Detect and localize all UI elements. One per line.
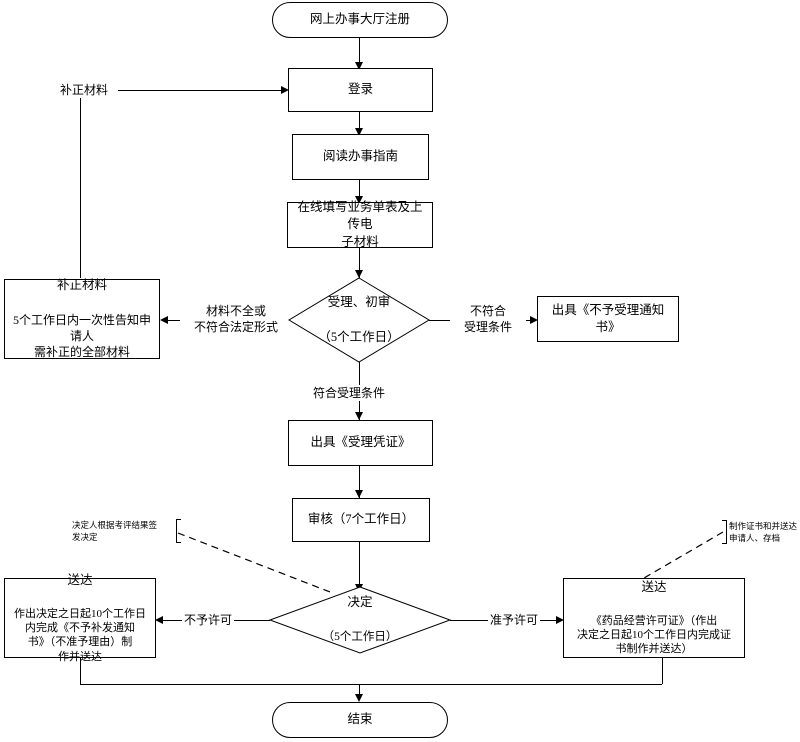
edge-label-permitted: 准予许可 (488, 612, 541, 629)
edge-deliverleft-down (80, 658, 81, 684)
edge-fix-to-login-arrow (281, 85, 289, 94)
annotation-right-bracket (722, 520, 727, 544)
edge-label-meet-accept: 符合受理条件 (311, 385, 388, 402)
edge-fix-to-login-horizontal (118, 90, 283, 91)
node-end-label: 结束 (347, 712, 373, 727)
edge-merge-to-end-arrow (355, 694, 363, 702)
node-fill-form-label: 在线填写业务单表及上传电 子材料 (297, 200, 423, 249)
edge-start-to-login-arrow (355, 62, 363, 70)
edge-bottom-merge (80, 684, 662, 685)
node-accept-voucher[interactable]: 出具《受理凭证》 (288, 420, 433, 466)
edge-decision-to-deliver-left-arrow (155, 615, 163, 624)
node-deliver-right[interactable]: 送达 《药品经营许可证》（作出 决定之日起10个工作日内完成证 书制作并送达） (563, 578, 745, 658)
edge-fix-to-login-vertical (80, 90, 81, 278)
node-accept-review-days: （5个工作日） (318, 329, 400, 344)
edge-voucher-to-audit (359, 466, 360, 498)
node-end[interactable]: 结束 (272, 702, 448, 738)
node-fill-form[interactable]: 在线填写业务单表及上传电 子材料 (287, 200, 433, 249)
edge-fillform-to-accept (359, 248, 360, 278)
node-accept-review[interactable]: 受理、初审 （5个工作日） (288, 277, 430, 363)
node-deliver-right-body: 《药品经营许可证》（作出 决定之日起10个工作日内完成证 书制作并送达） (577, 614, 731, 656)
edge-merge-to-end (359, 684, 360, 698)
edge-login-to-guide-arrow (355, 128, 363, 136)
node-read-guide[interactable]: 阅读办事指南 (292, 134, 429, 180)
node-login[interactable]: 登录 (288, 68, 433, 112)
node-accept-voucher-label: 出具《受理凭证》 (310, 435, 411, 450)
edge-fillform-to-accept-arrow (355, 270, 363, 278)
edge-guide-to-fillform-arrow (355, 196, 363, 204)
edge-audit-to-decision (359, 542, 360, 592)
node-accept-review-labelgroup: 受理、初审 （5个工作日） (289, 278, 429, 362)
node-decision[interactable]: 决定 （5个工作日） (268, 586, 452, 654)
edge-guide-to-fillform (359, 180, 360, 202)
node-login-label: 登录 (347, 82, 373, 97)
edge-decision-to-deliver-right-arrow (556, 615, 564, 624)
node-start-label: 网上办事大厅注册 (309, 12, 410, 27)
node-deliver-left-body: 作出决定之日起10个工作日 内完成《不予补发通知 书》（不准予理由）制 作并送达 (14, 607, 146, 663)
node-deliver-right-title: 送达 (641, 580, 667, 595)
node-reject-notice[interactable]: 出具《不予受理通知书》 (537, 296, 679, 342)
node-decision-days: （5个工作日） (322, 631, 398, 644)
edge-start-to-login (359, 38, 360, 64)
edge-label-resubmit: 补正材料 (58, 82, 111, 99)
node-fix-materials-title: 补正材料 (56, 278, 107, 293)
annotation-left-note: 决定人根据考评结果签 发决定 (72, 520, 158, 543)
node-decision-title: 决定 (347, 595, 373, 610)
edge-label-not-permitted: 不予许可 (182, 612, 235, 629)
edge-login-to-guide (359, 112, 360, 134)
accept-review-diamond (288, 277, 430, 363)
node-audit-label: 审核（7个工作日） (307, 512, 415, 527)
node-fix-materials[interactable]: 补正材料 5个工作日内一次性告知申请人 需补正的全部材料 (4, 278, 160, 360)
node-deliver-left[interactable]: 送达 作出决定之日起10个工作日 内完成《不予补发通知 书》（不准予理由）制 作… (4, 573, 156, 663)
decision-diamond (268, 586, 452, 654)
edge-label-not-meet-accept: 不符合 受理条件 (450, 303, 526, 336)
node-audit[interactable]: 审核（7个工作日） (292, 498, 430, 542)
node-fix-materials-body: 5个工作日内一次性告知申请人 需补正的全部材料 (12, 312, 151, 360)
node-read-guide-label: 阅读办事指南 (322, 149, 398, 164)
annotation-right-note: 制作证书和并送达 申请人、存档 (729, 521, 798, 544)
node-decision-labelgroup: 决定 （5个工作日） (270, 587, 450, 653)
edge-voucher-to-audit-arrow (355, 490, 363, 498)
node-accept-review-title: 受理、初审 (327, 294, 391, 309)
edge-accept-to-fix-arrow (160, 315, 168, 324)
edge-accept-to-reject-arrow (530, 315, 538, 324)
annotation-left-bracket (176, 519, 181, 543)
edge-deliverright-down (662, 658, 663, 684)
edge-label-material-incomplete: 材料不全或 不符合法定形式 (180, 303, 292, 336)
node-reject-notice-label: 出具《不予受理通知书》 (551, 302, 665, 334)
node-start[interactable]: 网上办事大厅注册 (272, 2, 448, 38)
edge-accept-to-voucher-arrow (355, 412, 363, 420)
node-deliver-left-title: 送达 (67, 573, 93, 588)
